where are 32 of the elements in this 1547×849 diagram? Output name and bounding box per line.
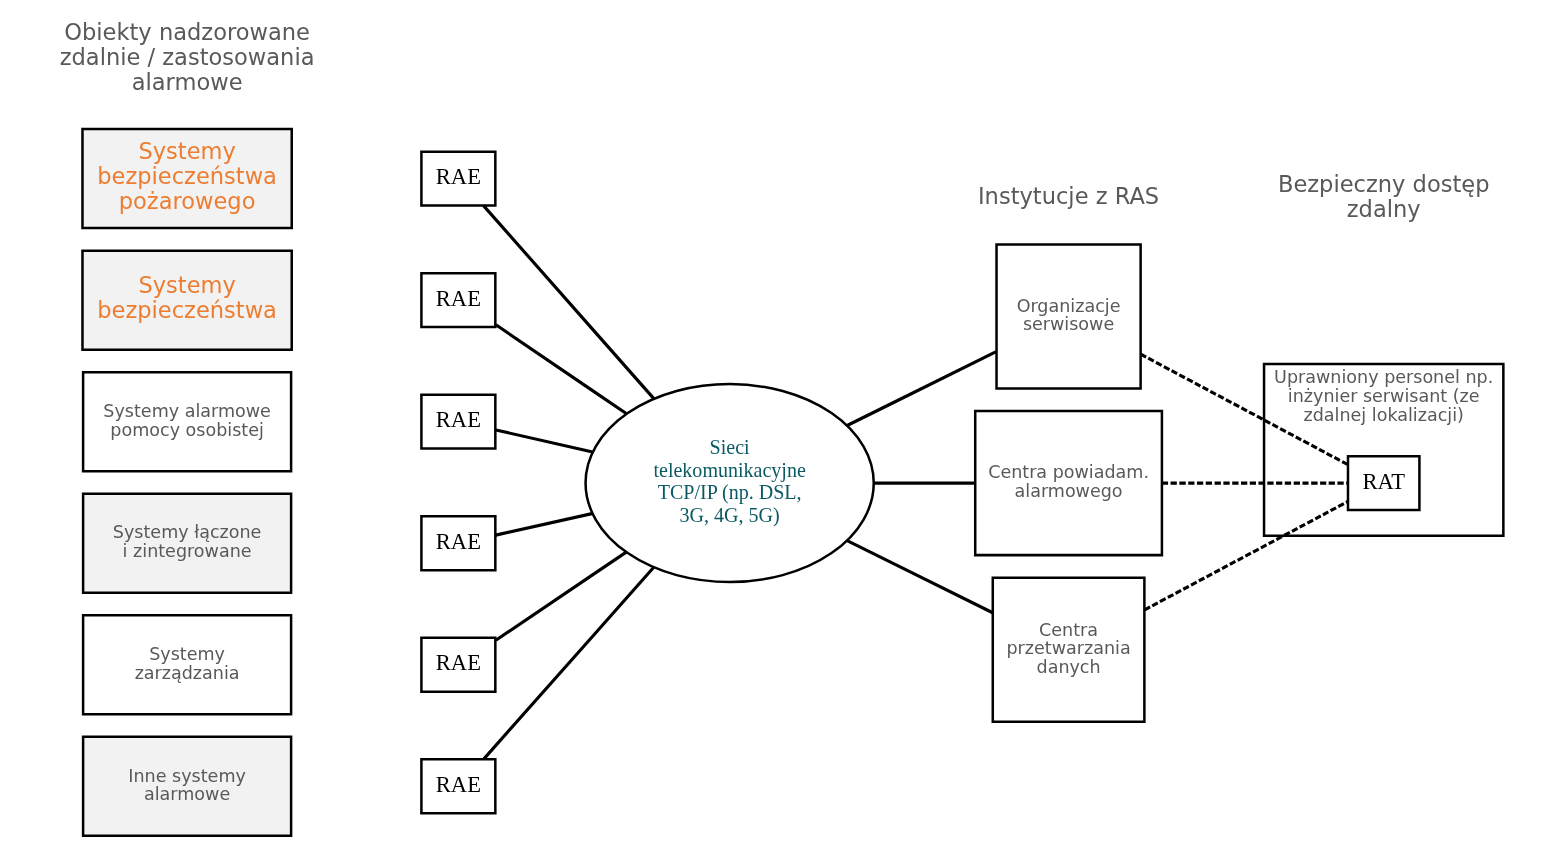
node-box: RAE <box>420 758 497 815</box>
connector <box>482 204 655 400</box>
node-box: Organizacje serwisowe <box>995 243 1142 390</box>
node-box: Systemy bezpieczeństwa pożarowego <box>81 127 293 230</box>
connector <box>1140 352 1349 467</box>
node-box: Systemy alarmowe pomocy osobistej <box>81 370 293 473</box>
node-box: Systemy bezpieczeństwa <box>81 249 293 351</box>
label: Instytucje z RAS <box>977 183 1160 210</box>
node-box: RAE <box>420 150 497 207</box>
connector <box>1161 481 1348 485</box>
node-box: Systemy zarządzania <box>81 614 293 716</box>
connector <box>846 350 997 427</box>
connector <box>874 481 975 485</box>
connector <box>846 539 994 615</box>
node-box: Inne systemy alarmowe <box>81 735 293 838</box>
node-box: RAE <box>420 515 497 572</box>
connector <box>495 428 593 454</box>
node-box: Centra przetwarzania danych <box>991 576 1146 724</box>
label: Obiekty nadzorowane zdalnie / zastosowania alarmowe <box>59 19 315 96</box>
node-box: Centra powiadam. alarmowego <box>973 409 1164 557</box>
node-ellipse: Sieci telekomunikacyjne TCP/IP (np. DSL, 3G, 4G, 5G) <box>584 382 875 584</box>
node-box: RAE <box>420 393 497 450</box>
connector <box>495 323 628 415</box>
node-box: RAE <box>420 636 497 693</box>
label: Bezpieczny dostęp zdalny <box>1277 170 1490 222</box>
connector <box>482 566 655 760</box>
node-box: Systemy łączone i zintegrowane <box>81 492 293 594</box>
node-box: RAE <box>420 271 497 329</box>
node-box: RAT <box>1346 454 1421 512</box>
connector <box>495 512 593 537</box>
connector <box>1143 500 1349 612</box>
connector <box>495 550 628 642</box>
